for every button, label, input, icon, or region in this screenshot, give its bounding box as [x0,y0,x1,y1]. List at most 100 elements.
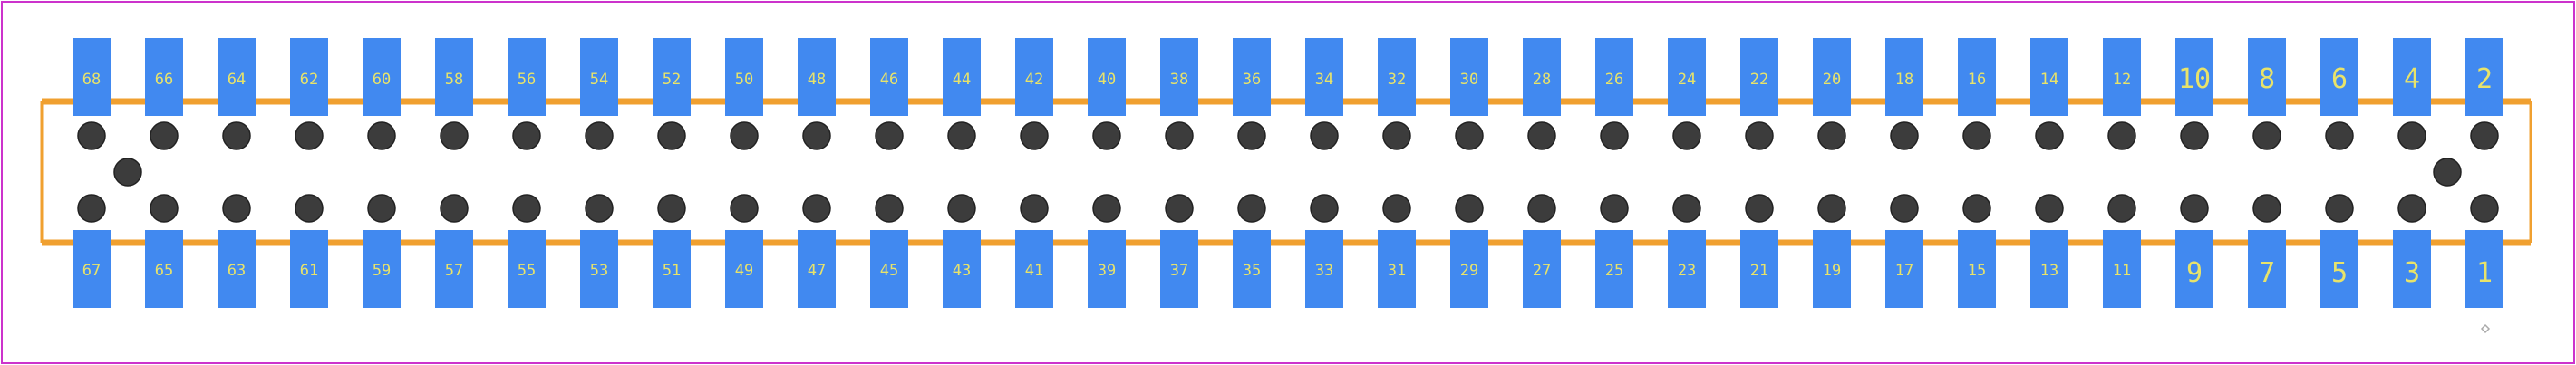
pad [435,230,473,308]
pad-number-label: 20 [1823,71,1841,89]
pad-number-label: 12 [2113,71,2131,89]
pad [1160,38,1198,116]
pad [1958,230,1996,308]
through-hole [1745,194,1774,223]
pad-number-label: 34 [1315,71,1333,89]
through-hole [1455,194,1484,223]
through-hole [1527,194,1556,223]
through-hole [875,194,904,223]
pad-number-label: 42 [1025,71,1043,89]
through-hole [2180,194,2209,223]
pad [2175,230,2213,308]
pad-number-label: 54 [590,71,608,89]
pad [508,230,546,308]
through-hole [77,121,106,150]
pad-number-label: 68 [82,71,101,89]
pad-number-label: 21 [1750,262,1768,280]
through-hole [512,121,541,150]
through-hole [2035,121,2064,150]
pad [1015,38,1053,116]
pad [2103,38,2141,116]
hole-layer [77,121,2499,223]
pad-number-label: 50 [735,71,753,89]
pad-number-label: 57 [445,262,463,280]
through-hole [875,121,904,150]
pad-number-label: 63 [228,262,246,280]
pad-number-label: 2 [2476,63,2493,95]
through-hole [1962,194,1991,223]
through-hole [657,121,686,150]
pad [943,230,981,308]
pad-number-label: 23 [1678,262,1696,280]
through-hole [222,194,251,223]
pad-number-label: 13 [2040,262,2058,280]
pad [1233,230,1271,308]
through-hole [1890,194,1919,223]
pad-number-label: 48 [808,71,826,89]
through-hole [2035,194,2064,223]
through-hole [730,121,759,150]
pad-number-label: 17 [1895,262,1913,280]
pad-number-label: 59 [373,262,391,280]
pad [2175,38,2213,116]
pad [1160,230,1198,308]
pad-number-label: 37 [1170,262,1188,280]
pad-number-label: 28 [1533,71,1551,89]
through-hole [1165,194,1194,223]
pad [73,38,111,116]
pad [1015,230,1053,308]
pad [1233,38,1271,116]
pad [580,38,618,116]
pad [218,38,256,116]
pad [870,38,908,116]
pad-number-label: 19 [1823,262,1841,280]
through-hole [440,194,469,223]
pad [2465,230,2503,308]
pad [435,38,473,116]
through-hole [1962,121,1991,150]
through-hole [440,121,469,150]
through-hole [1310,194,1339,223]
pad-number-label: 26 [1605,71,1623,89]
pad-number-label: 41 [1025,262,1043,280]
pad [1740,230,1778,308]
origin-marker-icon [2480,323,2491,334]
pad [1595,38,1633,116]
pad-number-label: 39 [1098,262,1116,280]
pad-number-label: 24 [1678,71,1696,89]
through-hole [1817,121,1846,150]
through-hole [2397,194,2426,223]
pad-number-label: 52 [663,71,681,89]
through-hole [222,121,251,150]
through-hole [2107,121,2136,150]
pad [1305,230,1343,308]
through-hole [1455,121,1484,150]
pad [145,230,183,308]
through-hole [585,121,614,150]
pad-number-label: 45 [880,262,898,280]
pad-number-label: 55 [518,262,536,280]
pad-number-label: 11 [2113,262,2131,280]
pad-label-layer: 6867666564636261605958575655545352515049… [82,63,2493,289]
pad-number-label: 31 [1388,262,1406,280]
through-hole [295,121,324,150]
through-hole [2252,194,2281,223]
pad-number-label: 67 [82,262,101,280]
through-hole [1382,121,1411,150]
pad [2320,230,2358,308]
pad [1378,38,1416,116]
pad-number-label: 53 [590,262,608,280]
pad [2320,38,2358,116]
pad-number-label: 4 [2404,63,2420,95]
pad-layer [73,38,2503,308]
through-hole [150,121,179,150]
pad [2393,230,2431,308]
locating-hole [2433,158,2462,187]
through-hole [1310,121,1339,150]
pad [943,38,981,116]
pad [1450,38,1488,116]
through-hole [2107,194,2136,223]
pad [363,38,401,116]
pad [2030,38,2068,116]
